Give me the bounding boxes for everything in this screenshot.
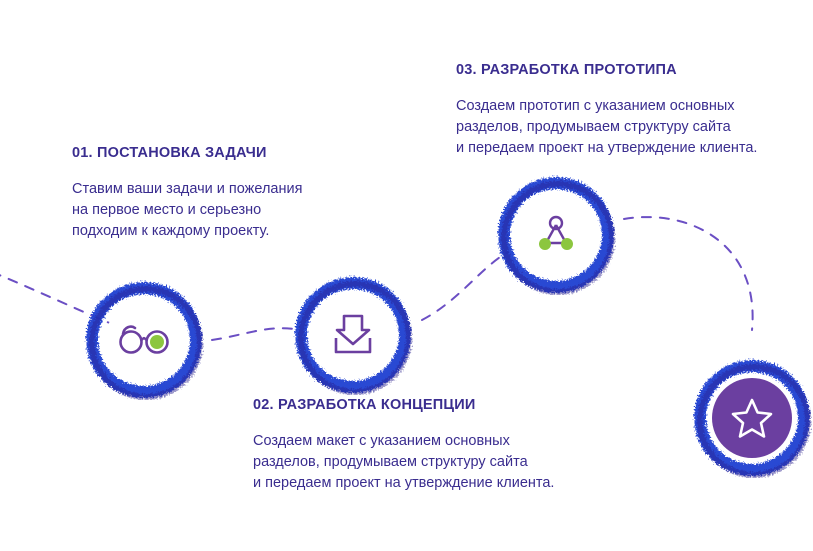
step-body-1: Ставим ваши задачи и пожелания на первое… [72,179,302,242]
step-node-3[interactable] [496,175,616,295]
step-node-1[interactable] [84,280,204,400]
step-text-2: 02. РАЗРАБОТКА КОНЦЕПЦИИ Создаем макет с… [253,397,554,494]
step-body-3: Создаем прототип с указанием основных ра… [456,96,757,159]
halo-ring-4 [694,360,811,478]
step-node-2[interactable] [293,275,413,395]
network-nodes-icon [539,215,573,250]
step-body-3-line-3: и передаем проект на утверждение клиента… [456,140,758,157]
halo-ring-3 [498,177,615,295]
step-text-1: 01. ПОСТАНОВКА ЗАДАЧИ Ставим ваши задачи… [72,145,302,242]
step-body-1-line-2: на первое место и серьезно [72,202,262,219]
step-body-1-line-1: Ставим ваши задачи и пожелания [72,181,303,197]
step-body-3-line-1: Создаем прототип с указанием основных [456,98,735,114]
inbox-download-icon [334,314,372,354]
step-body-2-line-3: и передаем проект на утверждение клиента… [253,475,555,492]
step-heading-2: 02. РАЗРАБОТКА КОНЦЕПЦИИ [253,397,476,413]
icon-disc-1 [105,301,183,379]
icon-disc-3 [517,196,595,274]
step-body-3-line-2: разделов, продумываем структуру сайта [456,119,731,136]
step-node-4[interactable] [692,358,812,478]
halo-ring-1 [86,282,203,400]
step-body-2-line-2: разделов, продумываем структуру сайта [253,454,528,471]
star-icon [731,398,773,438]
step-heading-1: 01. ПОСТАНОВКА ЗАДАЧИ [72,145,267,161]
icon-disc-2 [314,296,392,374]
halo-ring-2 [295,277,412,395]
step-body-2-line-1: Создаем макет с указанием основных [253,433,510,449]
step-body-1-line-3: подходим к каждому проекту. [72,223,270,240]
glasses-icon [119,325,169,354]
step-text-3: 03. РАЗРАБОТКА ПРОТОТИПА Создаем прототи… [456,62,757,159]
step-heading-3: 03. РАЗРАБОТКА ПРОТОТИПА [456,62,677,78]
icon-disc-4 [713,379,791,457]
step-body-2: Создаем макет с указанием основных разде… [253,431,554,494]
